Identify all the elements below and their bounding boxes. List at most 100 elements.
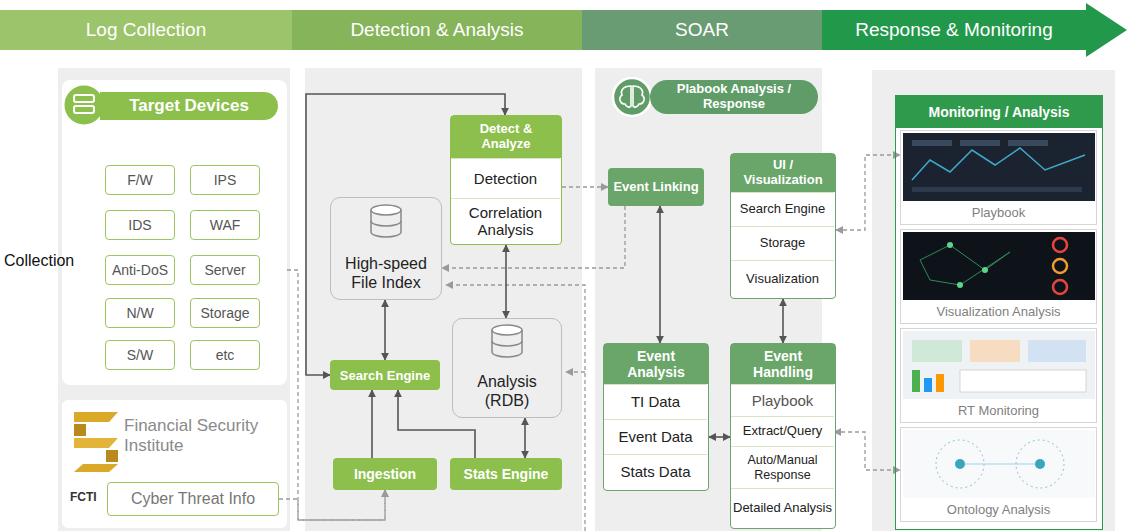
panel-heading: Target Devices (100, 92, 278, 120)
module-item: Extract/Query (731, 416, 834, 446)
node-label: F/W (127, 172, 153, 188)
source-box: Cyber Threat Info (107, 482, 279, 516)
institute-logo (106, 450, 118, 462)
module-item: Auto/Manual Response (731, 446, 834, 488)
node-label: Server (204, 262, 245, 278)
database-icon (371, 210, 401, 237)
node-label: Detection (474, 170, 537, 187)
connector (279, 490, 385, 520)
device-panel-ground (62, 80, 287, 385)
database-icon (371, 205, 401, 215)
brain-icon (613, 78, 651, 116)
tile-caption: Playbook (972, 205, 1025, 220)
engine-box: Stats Engine (450, 458, 562, 490)
node-label: Detection & Analysis (350, 19, 523, 41)
engine-box: Ingestion (333, 458, 437, 490)
visualization-screenshot (920, 245, 1010, 285)
connector (709, 436, 730, 438)
connector (836, 155, 900, 230)
visualization-screenshot (903, 232, 1095, 300)
connector (371, 390, 373, 458)
node-label: Extract/Query (743, 424, 822, 439)
connector (505, 245, 507, 318)
node-label: Auto/Manual Response (733, 453, 832, 482)
node-label: N/W (126, 305, 153, 321)
node-label: Stats Data (620, 463, 690, 480)
institute-logo (74, 438, 118, 448)
stage-panel (58, 68, 290, 531)
database-icon (492, 341, 522, 346)
server-icon (63, 84, 105, 126)
node-label: Storage (760, 236, 806, 251)
screenshot-tile: Playbook (900, 130, 1097, 225)
node-label: Analysis (RDB) (467, 373, 547, 410)
module-box: UI / VisualizationSearch EngineStorageVi… (730, 153, 836, 299)
process-box: Event Linking (608, 168, 704, 206)
module-box: Event AnalysisTI DataEvent DataStats Dat… (603, 343, 709, 491)
module-item: Storage (731, 226, 834, 260)
playbook-screenshot (903, 133, 1095, 201)
database-icon (492, 325, 522, 335)
ontology-screenshot (955, 459, 965, 469)
phase-band: Log Collection (0, 10, 292, 50)
visualization-screenshot (982, 267, 988, 273)
visualization-screenshot (1053, 238, 1067, 252)
monitoring-screenshot (912, 370, 920, 392)
phase-band: Detection & Analysis (292, 10, 582, 50)
node-label: Detailed Analysis (733, 501, 832, 516)
playbook-screenshot (912, 148, 1085, 180)
node-label: IDS (128, 217, 151, 233)
section-heading: Plabook Analysis / Response (650, 80, 818, 114)
playbook-screenshot (960, 140, 1000, 146)
device-box: WAF (190, 210, 260, 240)
phase-arrow (822, 3, 1127, 57)
connector (659, 206, 661, 343)
node-label: Playbook (752, 392, 814, 409)
side-label: Collection (4, 252, 74, 270)
tile-caption: RT Monitoring (958, 403, 1039, 418)
module-item: Visualization (731, 260, 834, 297)
node-label: Anti-DoS (112, 262, 168, 278)
device-box: Storage (190, 298, 260, 328)
device-box: Server (190, 255, 260, 285)
node-label: Search Engine (740, 202, 825, 217)
monitoring-screenshot (936, 374, 944, 392)
playbook-screenshot (1008, 140, 1048, 146)
screenshot-tile: Visualization Analysis (900, 229, 1097, 324)
node-label: Stats Engine (464, 466, 549, 482)
phase-band: SOAR (582, 10, 822, 50)
node-label: Plabook Analysis / Response (659, 82, 809, 112)
node-label: High-speed File Index (336, 255, 436, 292)
device-box: Anti-DoS (105, 255, 175, 285)
connector (398, 390, 475, 458)
device-box: IDS (105, 210, 175, 240)
module-heading: Event Handling (731, 344, 835, 384)
brain-icon (620, 86, 644, 107)
visualization-screenshot (1053, 259, 1067, 273)
connector (524, 418, 526, 458)
database-box: Analysis (RDB) (452, 318, 562, 418)
module-box: Detect & AnalyzeDetectionCorrelation Ana… (450, 115, 562, 245)
stage-panel (305, 68, 582, 531)
monitoring-screenshot (1028, 340, 1086, 362)
stage-panel (872, 70, 1115, 531)
module-heading: Event Analysis (604, 344, 708, 384)
connector (384, 300, 386, 360)
connector (782, 299, 784, 343)
module-item: Detailed Analysis (731, 488, 834, 527)
node-label: Response & Monitoring (855, 19, 1053, 41)
module-item: Event Data (604, 419, 707, 454)
node-label: Storage (200, 305, 249, 321)
monitoring-screenshot (903, 331, 1095, 399)
module-heading: UI / Visualization (731, 154, 835, 192)
monitoring-screenshot (912, 340, 962, 362)
playbook-screenshot (912, 140, 952, 146)
source-panel: Financial Security InstituteFCTICyber Th… (62, 400, 287, 528)
device-box: etc (190, 340, 260, 370)
institute-logo (74, 464, 118, 472)
visualization-screenshot (1053, 280, 1067, 294)
node-label: IPS (214, 172, 237, 188)
monitor-panel-ground (895, 95, 1103, 530)
node-label: Visualization (746, 272, 819, 287)
